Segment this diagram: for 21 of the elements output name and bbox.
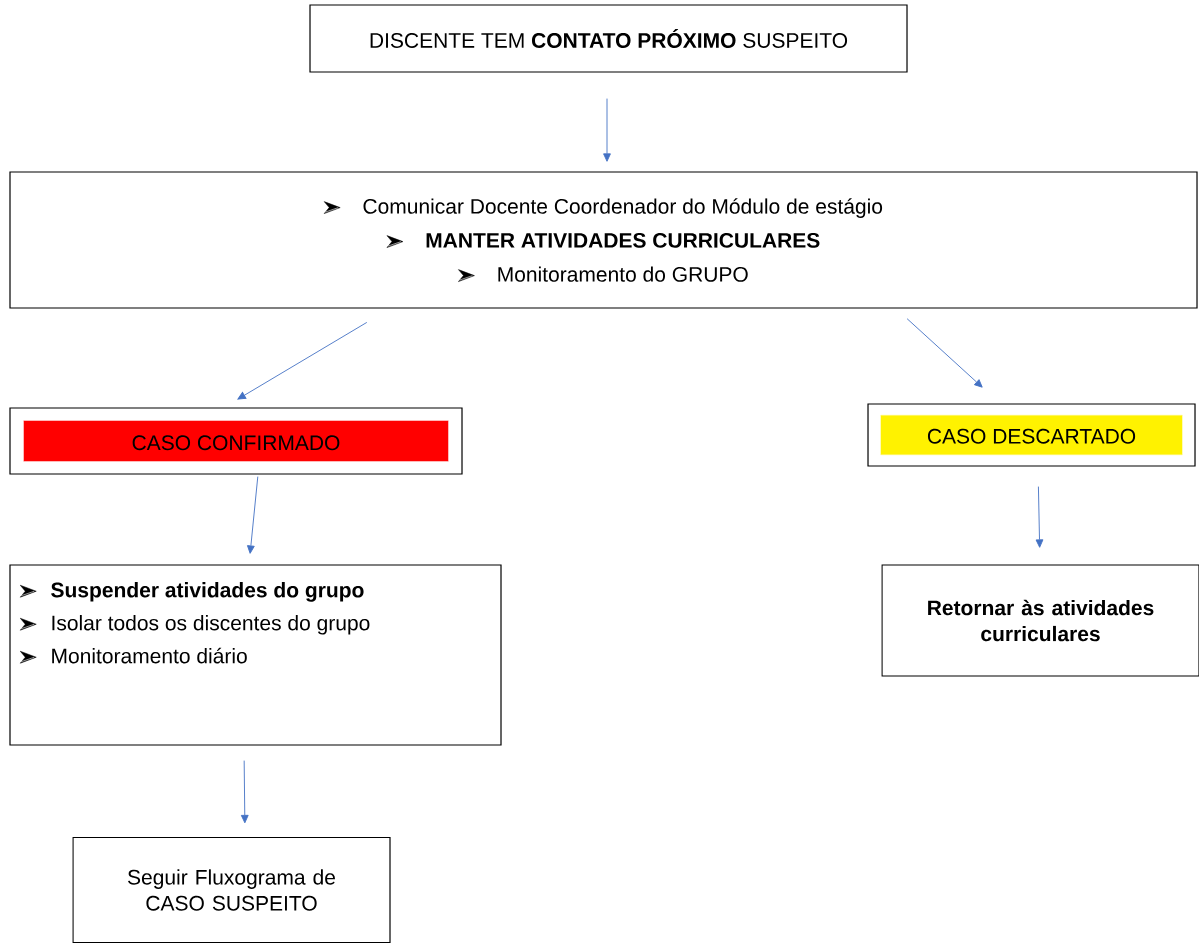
outcome-box: [867, 403, 1196, 467]
highlighted-text: CASO CONFIRMADO: [23, 420, 449, 462]
arrow: [906, 318, 983, 388]
list-item: Comunicar Docente Coordenador do Módulo de estágio: [363, 198, 883, 218]
process-box: Seguir Fluxograma de CASO SUSPEITO: [72, 836, 391, 943]
list-item: Monitoramento diário: [52, 647, 247, 664]
arrow: [237, 321, 368, 400]
process-box: [9, 564, 502, 746]
list-item: Suspender atividades do grupo: [51, 582, 364, 602]
list-item: MANTER ATIVIDADES CURRICULARES: [426, 232, 820, 248]
arrow: [240, 760, 249, 824]
highlighted-text: CASO DESCARTADO: [880, 415, 1183, 455]
arrow: [1035, 486, 1044, 548]
process-box: Retornar às atividades curriculares: [881, 564, 1199, 677]
arrow: [603, 98, 611, 162]
outcome-box: [9, 407, 463, 475]
process-box: DISCENTE TEM CONTATO PRÓXIMO SUSPEITO: [309, 4, 908, 73]
process-box: [9, 171, 1198, 309]
arrow: [247, 476, 259, 554]
list-item: Monitoramento do GRUPO: [498, 266, 748, 282]
list-item: Isolar todos os discentes do grupo: [52, 615, 370, 635]
